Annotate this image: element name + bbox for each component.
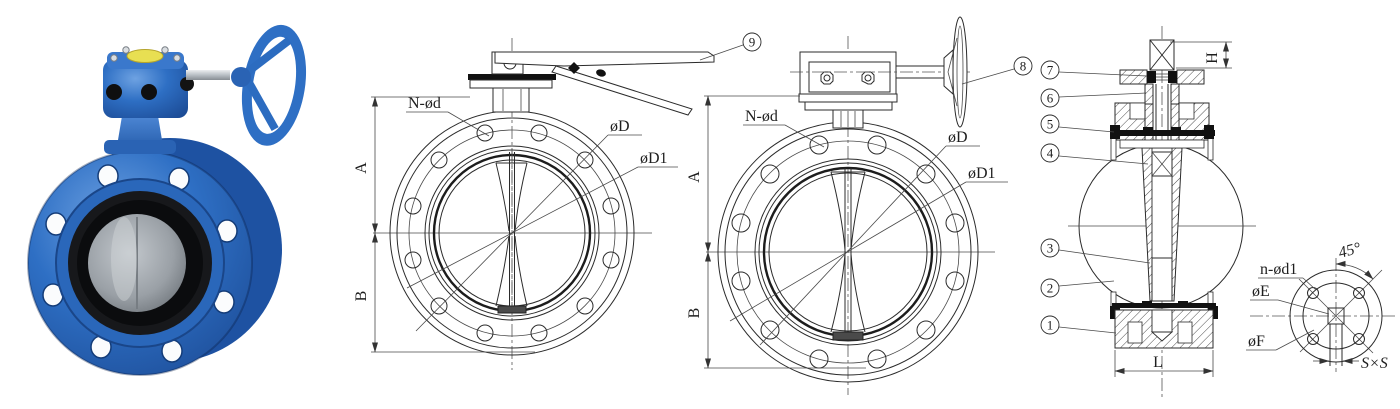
dim-A-label: A <box>353 162 370 174</box>
outer-dia-label: øD <box>948 129 968 146</box>
lever-handle-assembly <box>468 51 715 116</box>
dimension-45deg: 45° <box>1335 239 1374 280</box>
yellow-cap <box>126 49 164 63</box>
callout-8: 8 <box>961 56 1033 85</box>
stem-and-packing <box>1119 39 1205 148</box>
part-callouts: 7 6 5 4 3 2 1 <box>1040 60 1151 335</box>
gearbox-knob <box>141 84 157 100</box>
handwheel-hub <box>231 67 251 87</box>
callout-2: 2 <box>1047 281 1054 296</box>
upper-body-flange <box>1110 102 1215 161</box>
gear-operator <box>790 16 970 129</box>
callout-6: 6 <box>1047 91 1054 106</box>
callout-3: 3 <box>1047 241 1054 256</box>
front-view-gear-operator: 8 A B N-ød øD øD1 <box>686 16 1033 395</box>
neck-collar <box>104 140 176 154</box>
disc-edge-view <box>495 150 528 314</box>
handwheel <box>241 24 307 146</box>
dimension-L: L <box>1114 350 1214 377</box>
callout-5: 5 <box>1047 117 1054 132</box>
trigger-lever <box>551 65 693 116</box>
lower-seat-seal <box>1112 303 1216 308</box>
dimension-H: H <box>1170 41 1232 69</box>
bolt-pattern-label: N-ød <box>745 108 778 125</box>
callout-9: 9 <box>699 32 762 61</box>
disc-bottom-cap <box>497 305 527 314</box>
lower-stem-bushing <box>1151 257 1173 302</box>
detail-bolt-holes <box>1307 287 1365 345</box>
outer-dia-label: øD <box>610 118 630 135</box>
stem-cone-seat <box>1150 331 1174 342</box>
labels: N-ød øD øD1 <box>729 108 1008 346</box>
callout-8-number: 8 <box>1020 59 1027 74</box>
dim-B-label: B <box>353 291 370 302</box>
bolt-circle-dia-label: øD1 <box>968 165 996 182</box>
dim-H-label: H <box>1204 52 1221 64</box>
callout-4: 4 <box>1047 146 1054 161</box>
front-view-lever-handle: 9 A B N-ød øD øD1 <box>353 32 762 370</box>
input-shaft <box>186 70 230 80</box>
square-dim-label: S×S <box>1361 355 1388 372</box>
flange-bolt-holes <box>42 164 238 363</box>
bolt-holes <box>404 124 620 342</box>
packing-seal <box>1147 71 1156 83</box>
angle-label: 45° <box>1337 239 1364 261</box>
upper-seat-seal <box>1113 130 1215 136</box>
bolt-pattern-label: n-ød1 <box>1260 261 1297 278</box>
dia-E-label: øE <box>1252 283 1270 300</box>
handle-notch-plate <box>468 74 556 80</box>
cross-section-view: H L 7 6 5 4 3 2 <box>1040 26 1256 400</box>
packing-seal <box>1168 71 1177 83</box>
labels: N-ød øD øD1 <box>406 95 678 332</box>
stem-square <box>1327 307 1345 325</box>
callout-9-number: 9 <box>749 35 756 50</box>
callout-1: 1 <box>1047 318 1054 333</box>
callout-7: 7 <box>1047 63 1054 78</box>
dia-F-label: øF <box>1248 333 1265 350</box>
labels: n-ød1 øE øF <box>1246 261 1330 351</box>
product-photo <box>27 24 307 376</box>
lever-handle <box>494 51 715 67</box>
handwheel-side-view <box>952 16 968 128</box>
gearbox-knob <box>106 84 122 100</box>
dimension-A-B: A B <box>686 95 866 369</box>
dim-A-label: A <box>686 171 703 183</box>
dim-L-label: L <box>1153 354 1163 371</box>
lower-body-flange <box>1110 291 1218 349</box>
handwheel-hub <box>943 48 954 96</box>
gearbox-bolts <box>110 46 181 62</box>
top-flange-detail: S×S 45° n-ød1 øE øF <box>1246 239 1395 372</box>
dimension-SxS: S×S <box>1313 355 1388 372</box>
bolt-circle-dia-label: øD1 <box>640 150 668 167</box>
dim-B-label: B <box>686 308 703 319</box>
disc-bottom-cap <box>832 331 864 341</box>
bolt-pattern-label: N-ød <box>408 95 441 112</box>
dimension-A-B: A B <box>353 96 535 353</box>
detail-bolt-circle <box>1302 282 1370 350</box>
bolt-holes <box>731 135 965 369</box>
disc-hub <box>1141 147 1183 302</box>
